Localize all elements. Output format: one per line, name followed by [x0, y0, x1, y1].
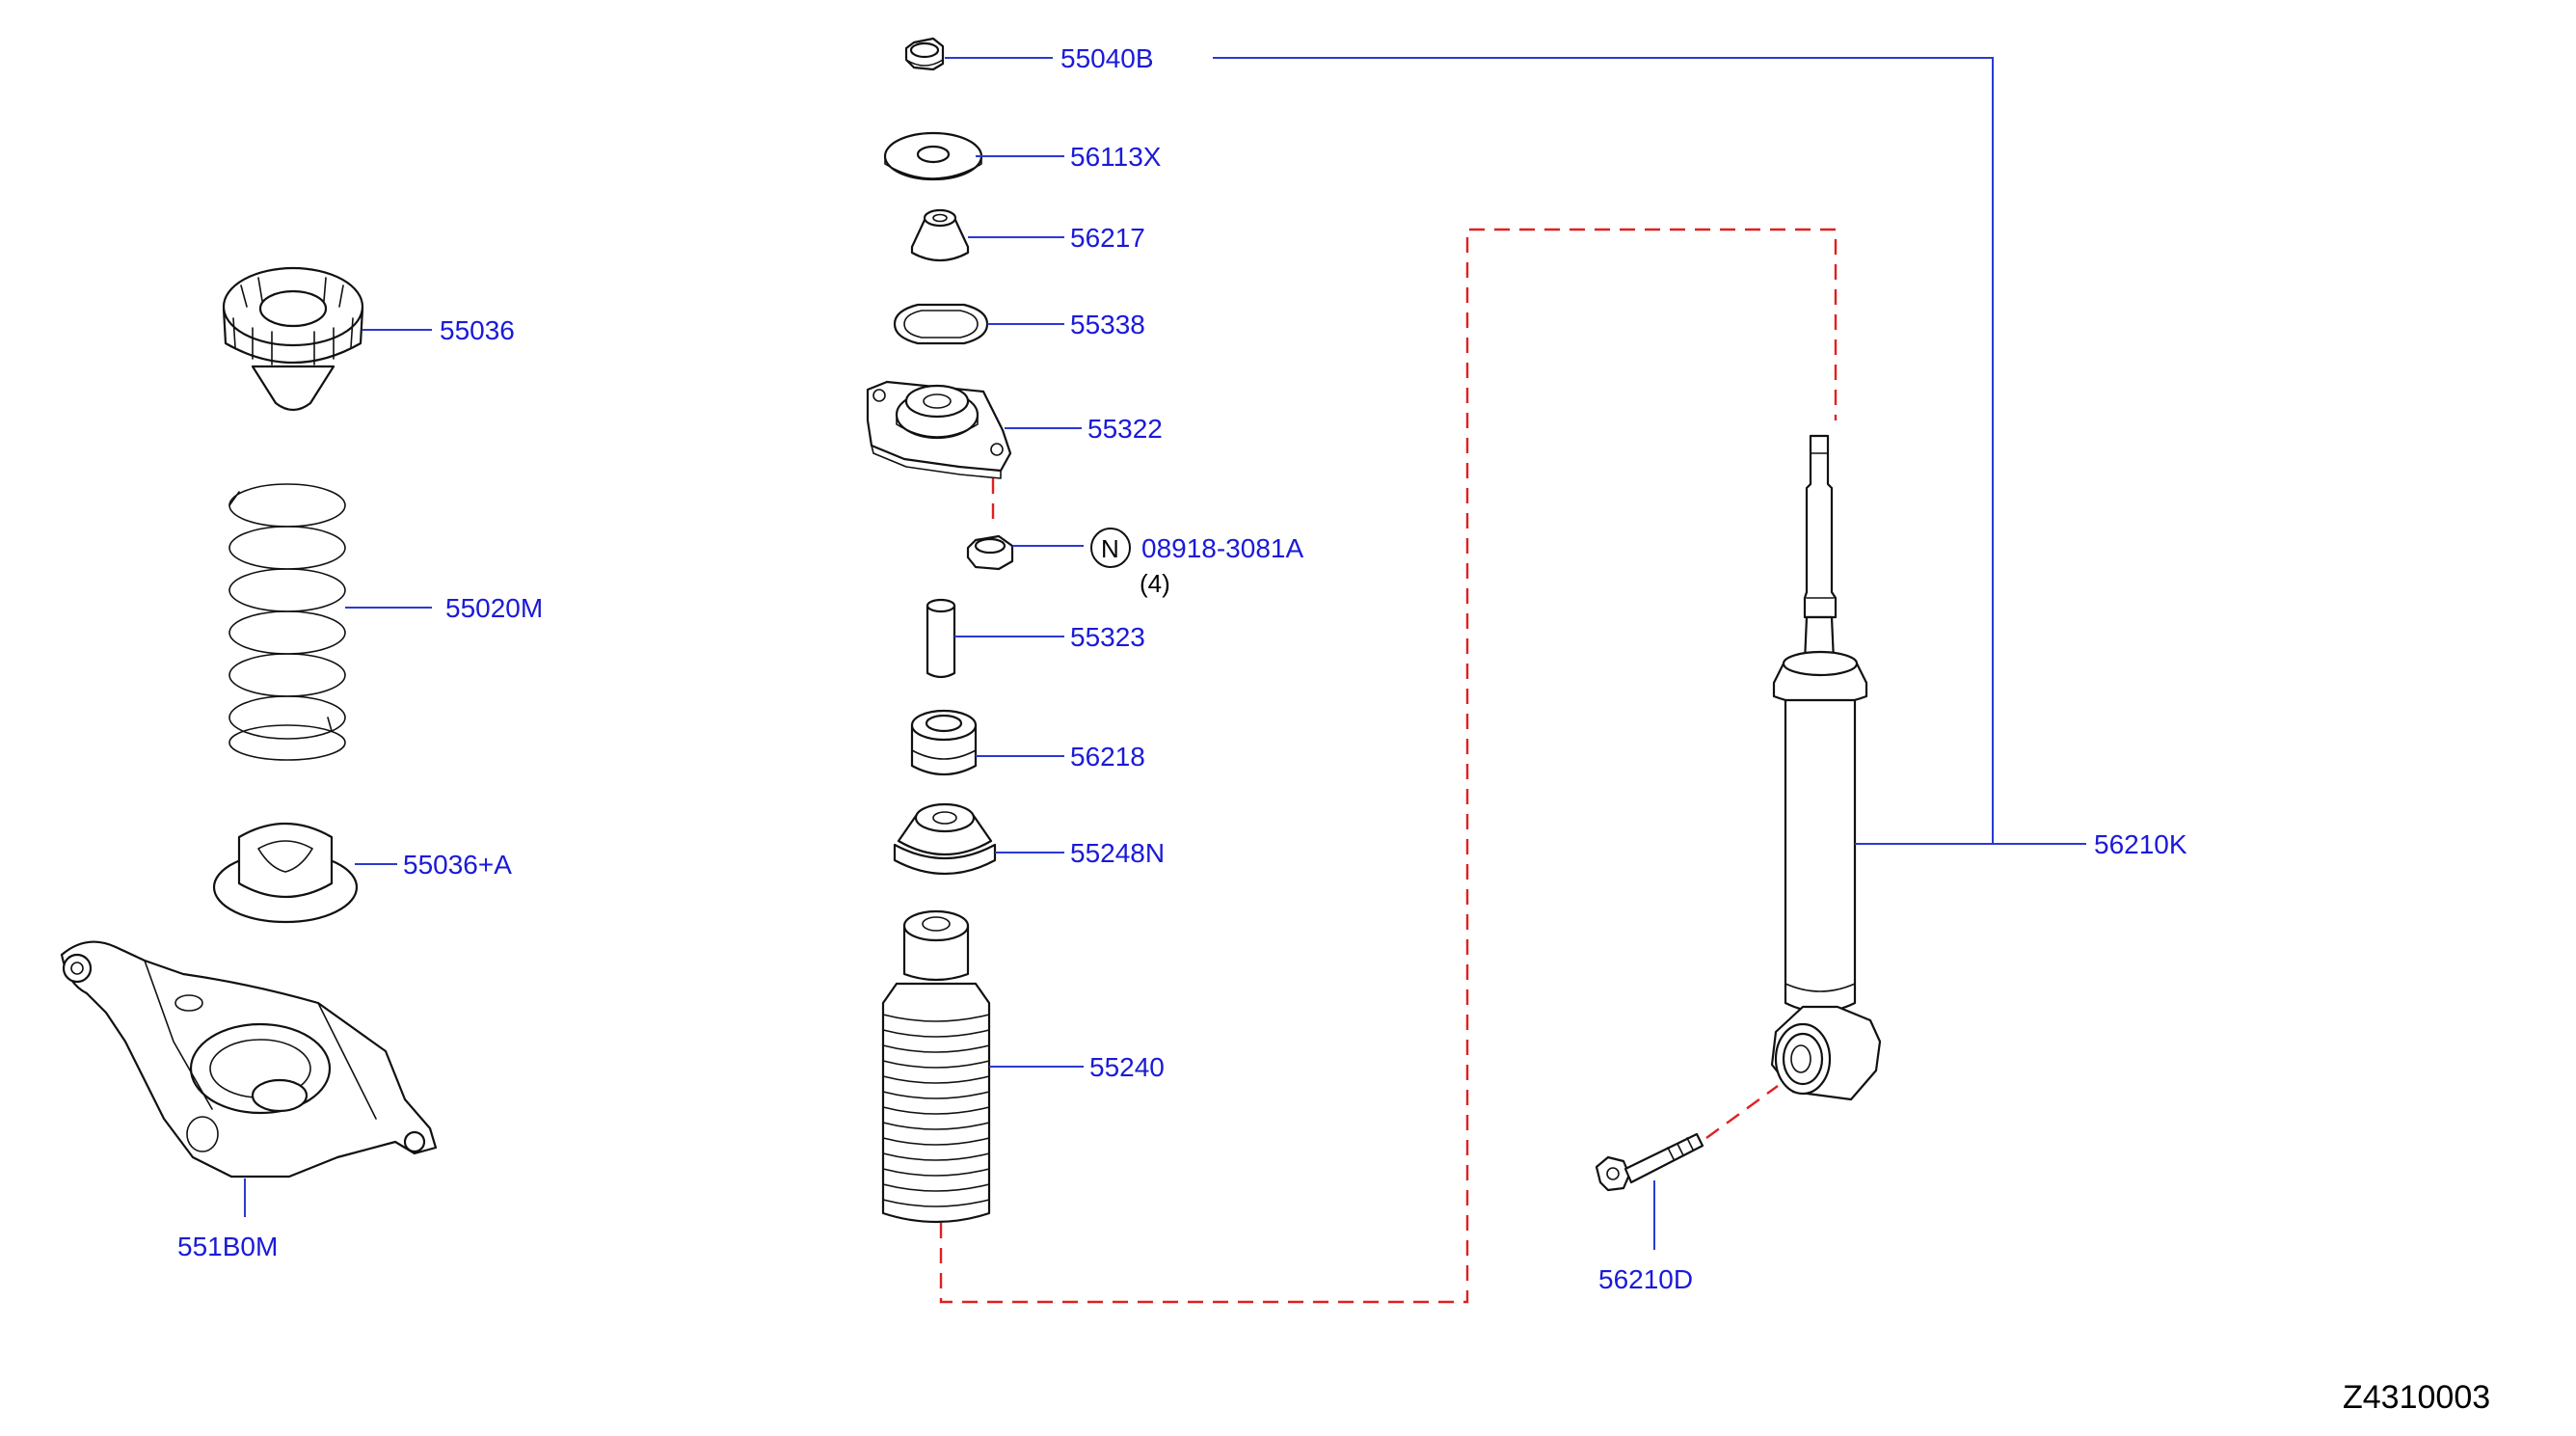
label-55036A[interactable]: 55036+A: [403, 850, 512, 880]
link-bolt-to-bushing: [1705, 1085, 1779, 1139]
label-55040B[interactable]: 55040B: [1060, 43, 1154, 73]
part-56210K-shock-absorber[interactable]: [1770, 434, 1882, 1101]
part-56210D-bolt[interactable]: [1595, 1132, 1704, 1192]
part-08918-3081A-nut[interactable]: [966, 534, 1014, 571]
label-55323[interactable]: 55323: [1070, 622, 1145, 652]
label-56210D[interactable]: 56210D: [1598, 1264, 1693, 1294]
part-56113X-washer[interactable]: [883, 131, 983, 181]
note-n-mark: N: [1101, 534, 1119, 563]
label-55322[interactable]: 55322: [1087, 414, 1163, 444]
label-56210K[interactable]: 56210K: [2094, 829, 2187, 859]
part-55323-sleeve[interactable]: [926, 598, 956, 679]
label-551B0M[interactable]: 551B0M: [177, 1232, 278, 1261]
assembly-path-dashed: [939, 228, 1838, 1304]
label-56113X[interactable]: 56113X: [1070, 142, 1162, 172]
note-n-circle: [1090, 528, 1131, 568]
label-08918-3081A[interactable]: 08918-3081A: [1141, 533, 1303, 563]
part-55040B-nut[interactable]: [904, 37, 945, 71]
part-55248N-seat[interactable]: [893, 802, 997, 875]
part-55338-seal[interactable]: [893, 303, 989, 345]
label-55248N[interactable]: 55248N: [1070, 838, 1165, 868]
label-55240[interactable]: 55240: [1089, 1052, 1165, 1082]
part-55036A-lower-seat[interactable]: [212, 823, 359, 924]
label-08918-3081A-qty: (4): [1140, 569, 1170, 598]
label-55020M[interactable]: 55020M: [445, 593, 543, 623]
label-56217[interactable]: 56217: [1070, 223, 1145, 253]
part-55322-mount[interactable]: [866, 380, 1012, 479]
part-55020M-coil-spring[interactable]: [228, 483, 346, 761]
label-55036[interactable]: 55036: [440, 315, 515, 345]
label-56218[interactable]: 56218: [1070, 742, 1145, 772]
part-56218-bushing[interactable]: [910, 709, 978, 775]
part-56217-bushing[interactable]: [910, 208, 970, 262]
diagram-id: Z4310003: [2343, 1379, 2490, 1416]
label-55338[interactable]: 55338: [1070, 310, 1145, 339]
leader-55040B-to-56210K: [1213, 57, 1994, 844]
part-55036-spring-seat[interactable]: [222, 266, 364, 412]
part-55240-bound-bumper-boot[interactable]: [881, 909, 991, 1224]
part-551B0M-lower-arm[interactable]: [60, 940, 438, 1179]
